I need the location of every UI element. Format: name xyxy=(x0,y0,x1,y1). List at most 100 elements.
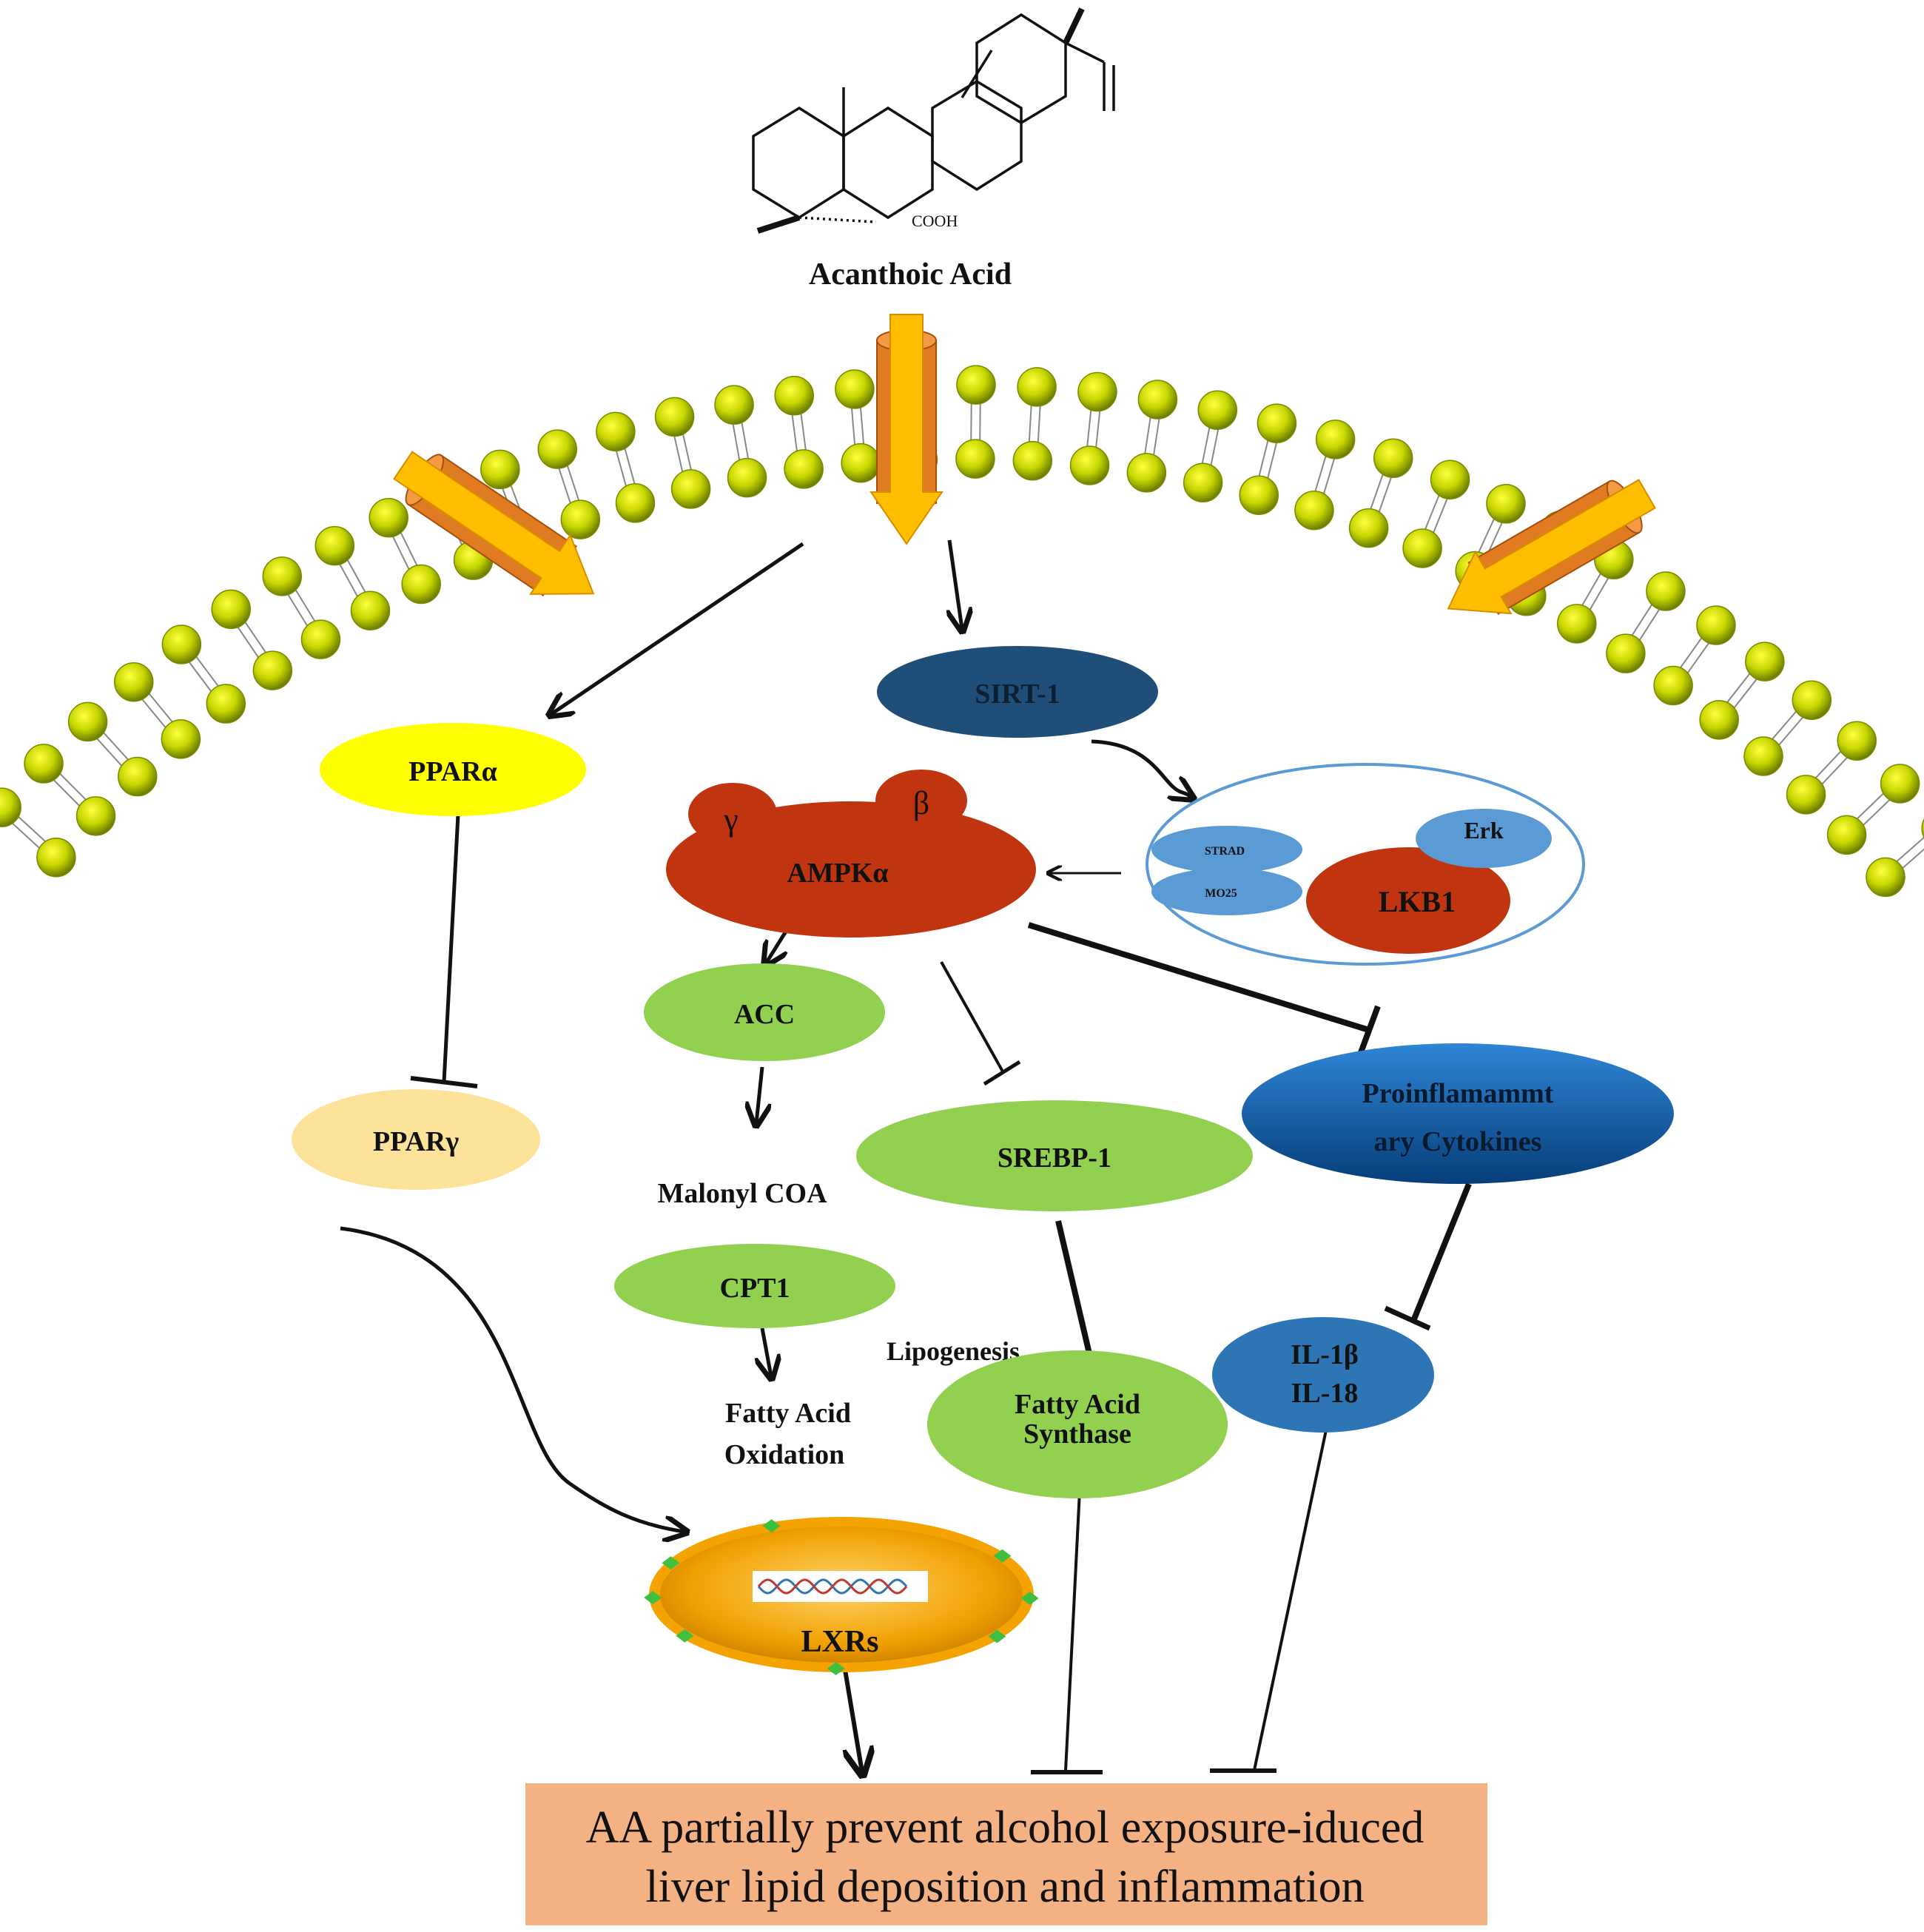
lipid-head xyxy=(774,375,814,416)
lipid-head xyxy=(24,744,64,784)
compound-name: Acanthoic Acid xyxy=(809,258,1012,292)
lipid-head xyxy=(841,442,881,483)
srebp1-label: SREBP-1 xyxy=(998,1142,1111,1174)
arrow-sirt1-to-lkb1 xyxy=(1091,739,1191,798)
lipid-head xyxy=(1826,815,1867,855)
lipid-head xyxy=(714,385,754,425)
sirt1-node: SIRT-1 xyxy=(877,646,1158,738)
channel-arrow-right xyxy=(1447,479,1656,616)
conclusion-box: AA partially prevent alcohol exposure-id… xyxy=(525,1783,1487,1925)
lipid-head xyxy=(1012,440,1053,481)
fas-label-line1: Fatty Acid xyxy=(1015,1389,1140,1420)
lipid-head xyxy=(1696,605,1736,645)
lipid-head xyxy=(1430,460,1470,500)
lipid-head xyxy=(36,837,76,878)
lipid-head xyxy=(955,439,995,479)
inhibit-cytokines-to-il xyxy=(1410,1182,1472,1322)
lipid-head xyxy=(350,590,391,630)
channel-arrow-left xyxy=(393,451,595,597)
fatty-acid-oxidation-line2: Oxidation xyxy=(724,1439,845,1470)
lipid-head xyxy=(1792,680,1832,720)
lipid-head xyxy=(206,684,246,724)
lxrs-label: LXRs xyxy=(801,1625,878,1659)
malonyl-coa-label: Malonyl COA xyxy=(657,1178,827,1209)
lipid-head xyxy=(1866,857,1906,898)
lkb1-complex: LKB1 STRAD MO25 Erk xyxy=(1146,763,1585,966)
cytokines-label-line1: Proinflamammt xyxy=(1362,1078,1554,1109)
lipid-head xyxy=(1786,775,1826,815)
srebp1-node: SREBP-1 xyxy=(856,1100,1253,1211)
lipid-head xyxy=(67,701,108,742)
lipid-head xyxy=(252,650,293,690)
inhibit-il-to-conclusion xyxy=(1253,1426,1328,1771)
lipid-head xyxy=(1197,390,1238,430)
il1b-label: IL-1β xyxy=(1291,1339,1359,1370)
arrow-lxrs-to-conclusion xyxy=(841,1660,862,1772)
conclusion-line2: liver lipid deposition and inflammation xyxy=(645,1862,1364,1912)
arrow-cpt1-to-fao xyxy=(762,1327,771,1376)
lipid-head xyxy=(480,449,520,490)
lipid-head xyxy=(654,397,695,437)
proinflammatory-cytokines-node: Proinflamammt ary Cytokines xyxy=(1242,1043,1674,1184)
lipid-head xyxy=(262,556,303,596)
ampk-gamma-label: γ xyxy=(723,801,738,838)
strad-label: STRAD xyxy=(1205,845,1245,858)
ampk-label: AMPKα xyxy=(787,858,888,889)
interleukins-node: IL-1β IL-18 xyxy=(1212,1317,1434,1433)
erk-ellipse xyxy=(1416,809,1552,868)
lipid-head xyxy=(1348,508,1389,548)
lipid-head xyxy=(1646,571,1686,611)
arrow-to-ppar-alpha xyxy=(551,542,804,714)
ppar-alpha-label: PPARα xyxy=(408,756,497,787)
lipid-head xyxy=(75,796,116,836)
arrow-to-sirt1 xyxy=(949,539,962,629)
lipid-head xyxy=(1294,490,1334,531)
inhibit-ppar-alpha-to-gamma xyxy=(442,800,461,1083)
lipid-head xyxy=(1017,367,1057,407)
lipid-head xyxy=(835,369,875,409)
inhibit-ampk-to-srebp1 xyxy=(940,961,1004,1072)
lipid-head xyxy=(615,483,656,523)
cooh-label: COOH xyxy=(912,212,958,230)
nuclear-pore xyxy=(988,1629,1006,1643)
acc-node: ACC xyxy=(644,963,885,1061)
lipid-head xyxy=(727,457,767,498)
cytokines-label-line2: ary Cytokines xyxy=(1374,1126,1542,1157)
lipid-head xyxy=(314,525,355,566)
cpt1-node: CPT1 xyxy=(614,1244,895,1328)
nuclear-pore xyxy=(827,1661,845,1675)
lipid-head xyxy=(211,589,251,630)
connectors xyxy=(340,539,1472,1772)
lipid-head xyxy=(118,756,158,797)
lipid-head xyxy=(560,499,601,539)
lipid-head xyxy=(401,564,441,605)
lipid-head xyxy=(1745,642,1785,681)
arrow-ppar-gamma-to-lxrs xyxy=(340,1226,684,1532)
lipogenesis-label: Lipogenesis xyxy=(887,1336,1020,1366)
lipid-head xyxy=(1743,736,1783,776)
lipid-head xyxy=(1557,604,1597,644)
lipid-head xyxy=(1486,484,1526,524)
nuclear-pore xyxy=(993,1549,1012,1563)
lipid-head xyxy=(1183,462,1223,503)
lipid-head xyxy=(596,411,636,452)
lipid-head xyxy=(161,719,201,759)
lipid-head xyxy=(0,787,21,827)
lipid-head xyxy=(1653,665,1693,706)
lipid-head xyxy=(369,497,408,538)
lipid-head xyxy=(1126,453,1167,493)
inhibit-fas-to-conclusion xyxy=(1064,1475,1082,1771)
lipid-head xyxy=(537,429,578,469)
nuclear-pore xyxy=(662,1556,680,1570)
lkb1-label: LKB1 xyxy=(1379,885,1456,918)
lipid-head xyxy=(1402,528,1442,568)
lxrs-nucleus: LXRs xyxy=(644,1517,1039,1675)
lipid-head xyxy=(1069,445,1110,485)
ppar-alpha-node: PPARα xyxy=(320,723,586,816)
arrow-acc-to-malonyl xyxy=(756,1066,762,1123)
lipid-head xyxy=(300,619,341,659)
nuclear-pore xyxy=(644,1591,662,1605)
nuclear-pore xyxy=(676,1629,694,1643)
lipid-head xyxy=(1315,420,1356,460)
